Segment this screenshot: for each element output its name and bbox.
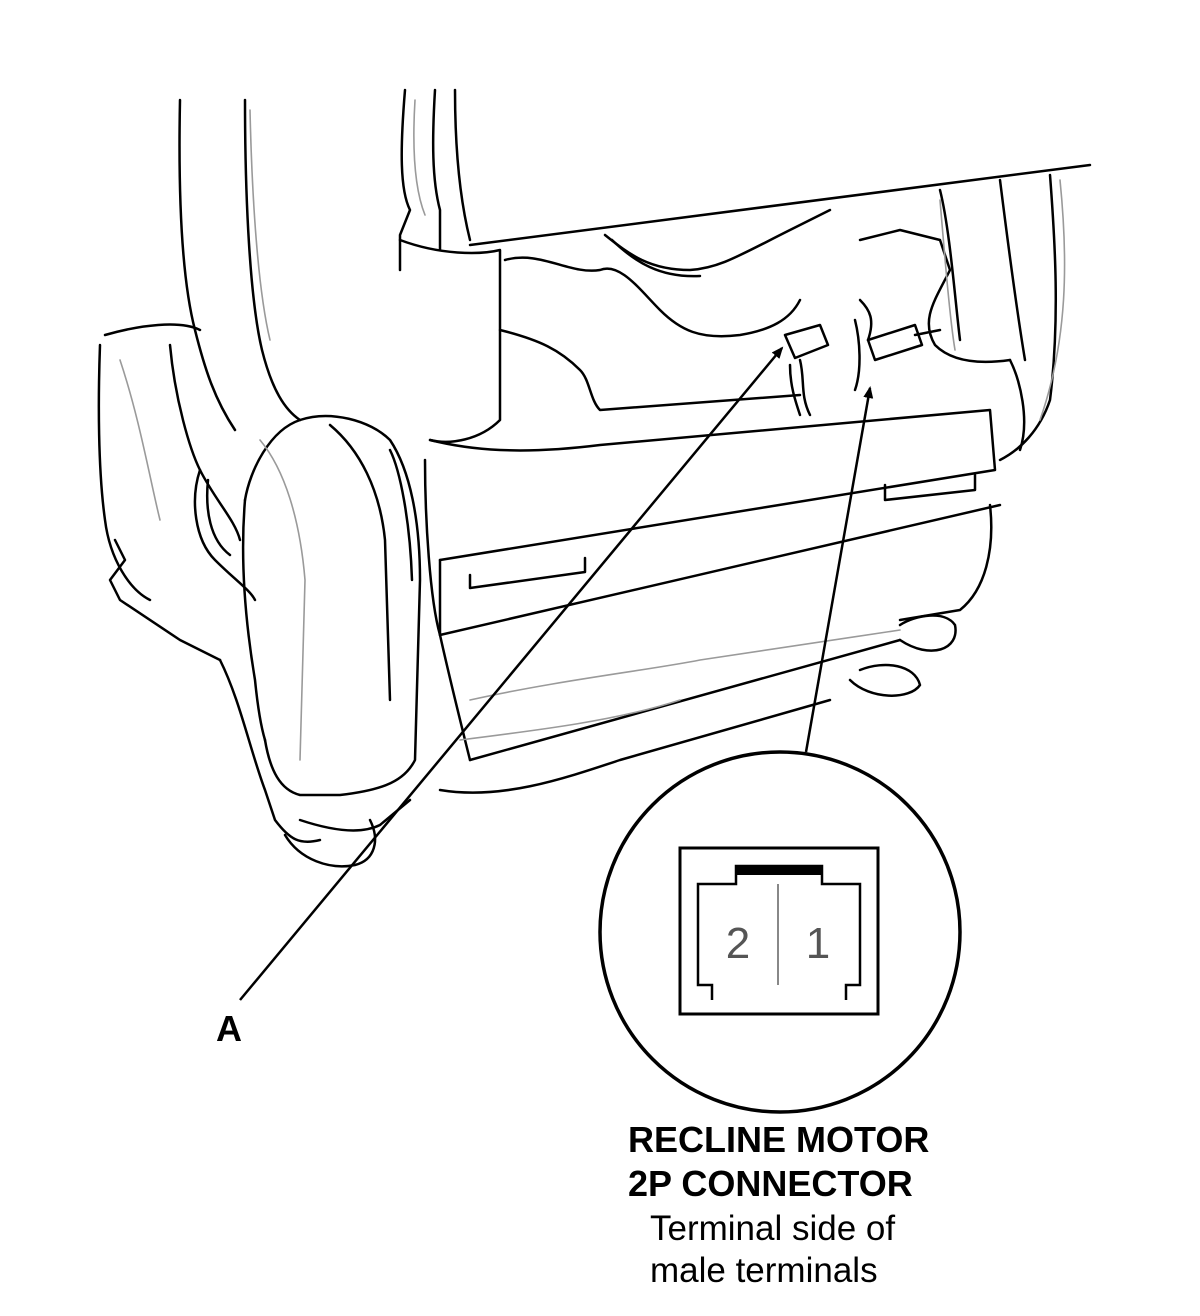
pin-2-label: 2 (726, 919, 750, 968)
leader-line-connector (804, 386, 874, 753)
connector-view-line2: male terminals (650, 1251, 878, 1290)
connector-name-line1: RECLINE MOTOR (628, 1119, 930, 1160)
connector-face: 2 1 (678, 846, 880, 1016)
connector-view-line1: Terminal side of (650, 1209, 896, 1248)
callout-a-label: A (216, 1008, 242, 1049)
seat-shading (119, 99, 1066, 761)
connector-view-description: Terminal side of male terminals (650, 1208, 895, 1292)
connector-title: RECLINE MOTOR 2P CONNECTOR (628, 1118, 929, 1206)
seat-illustration (97, 88, 1092, 868)
connector-name-line2: 2P CONNECTOR (628, 1163, 913, 1204)
leader-line-a (239, 346, 784, 1001)
pin-1-label: 1 (806, 919, 830, 968)
connector-lock-tab (736, 866, 822, 875)
